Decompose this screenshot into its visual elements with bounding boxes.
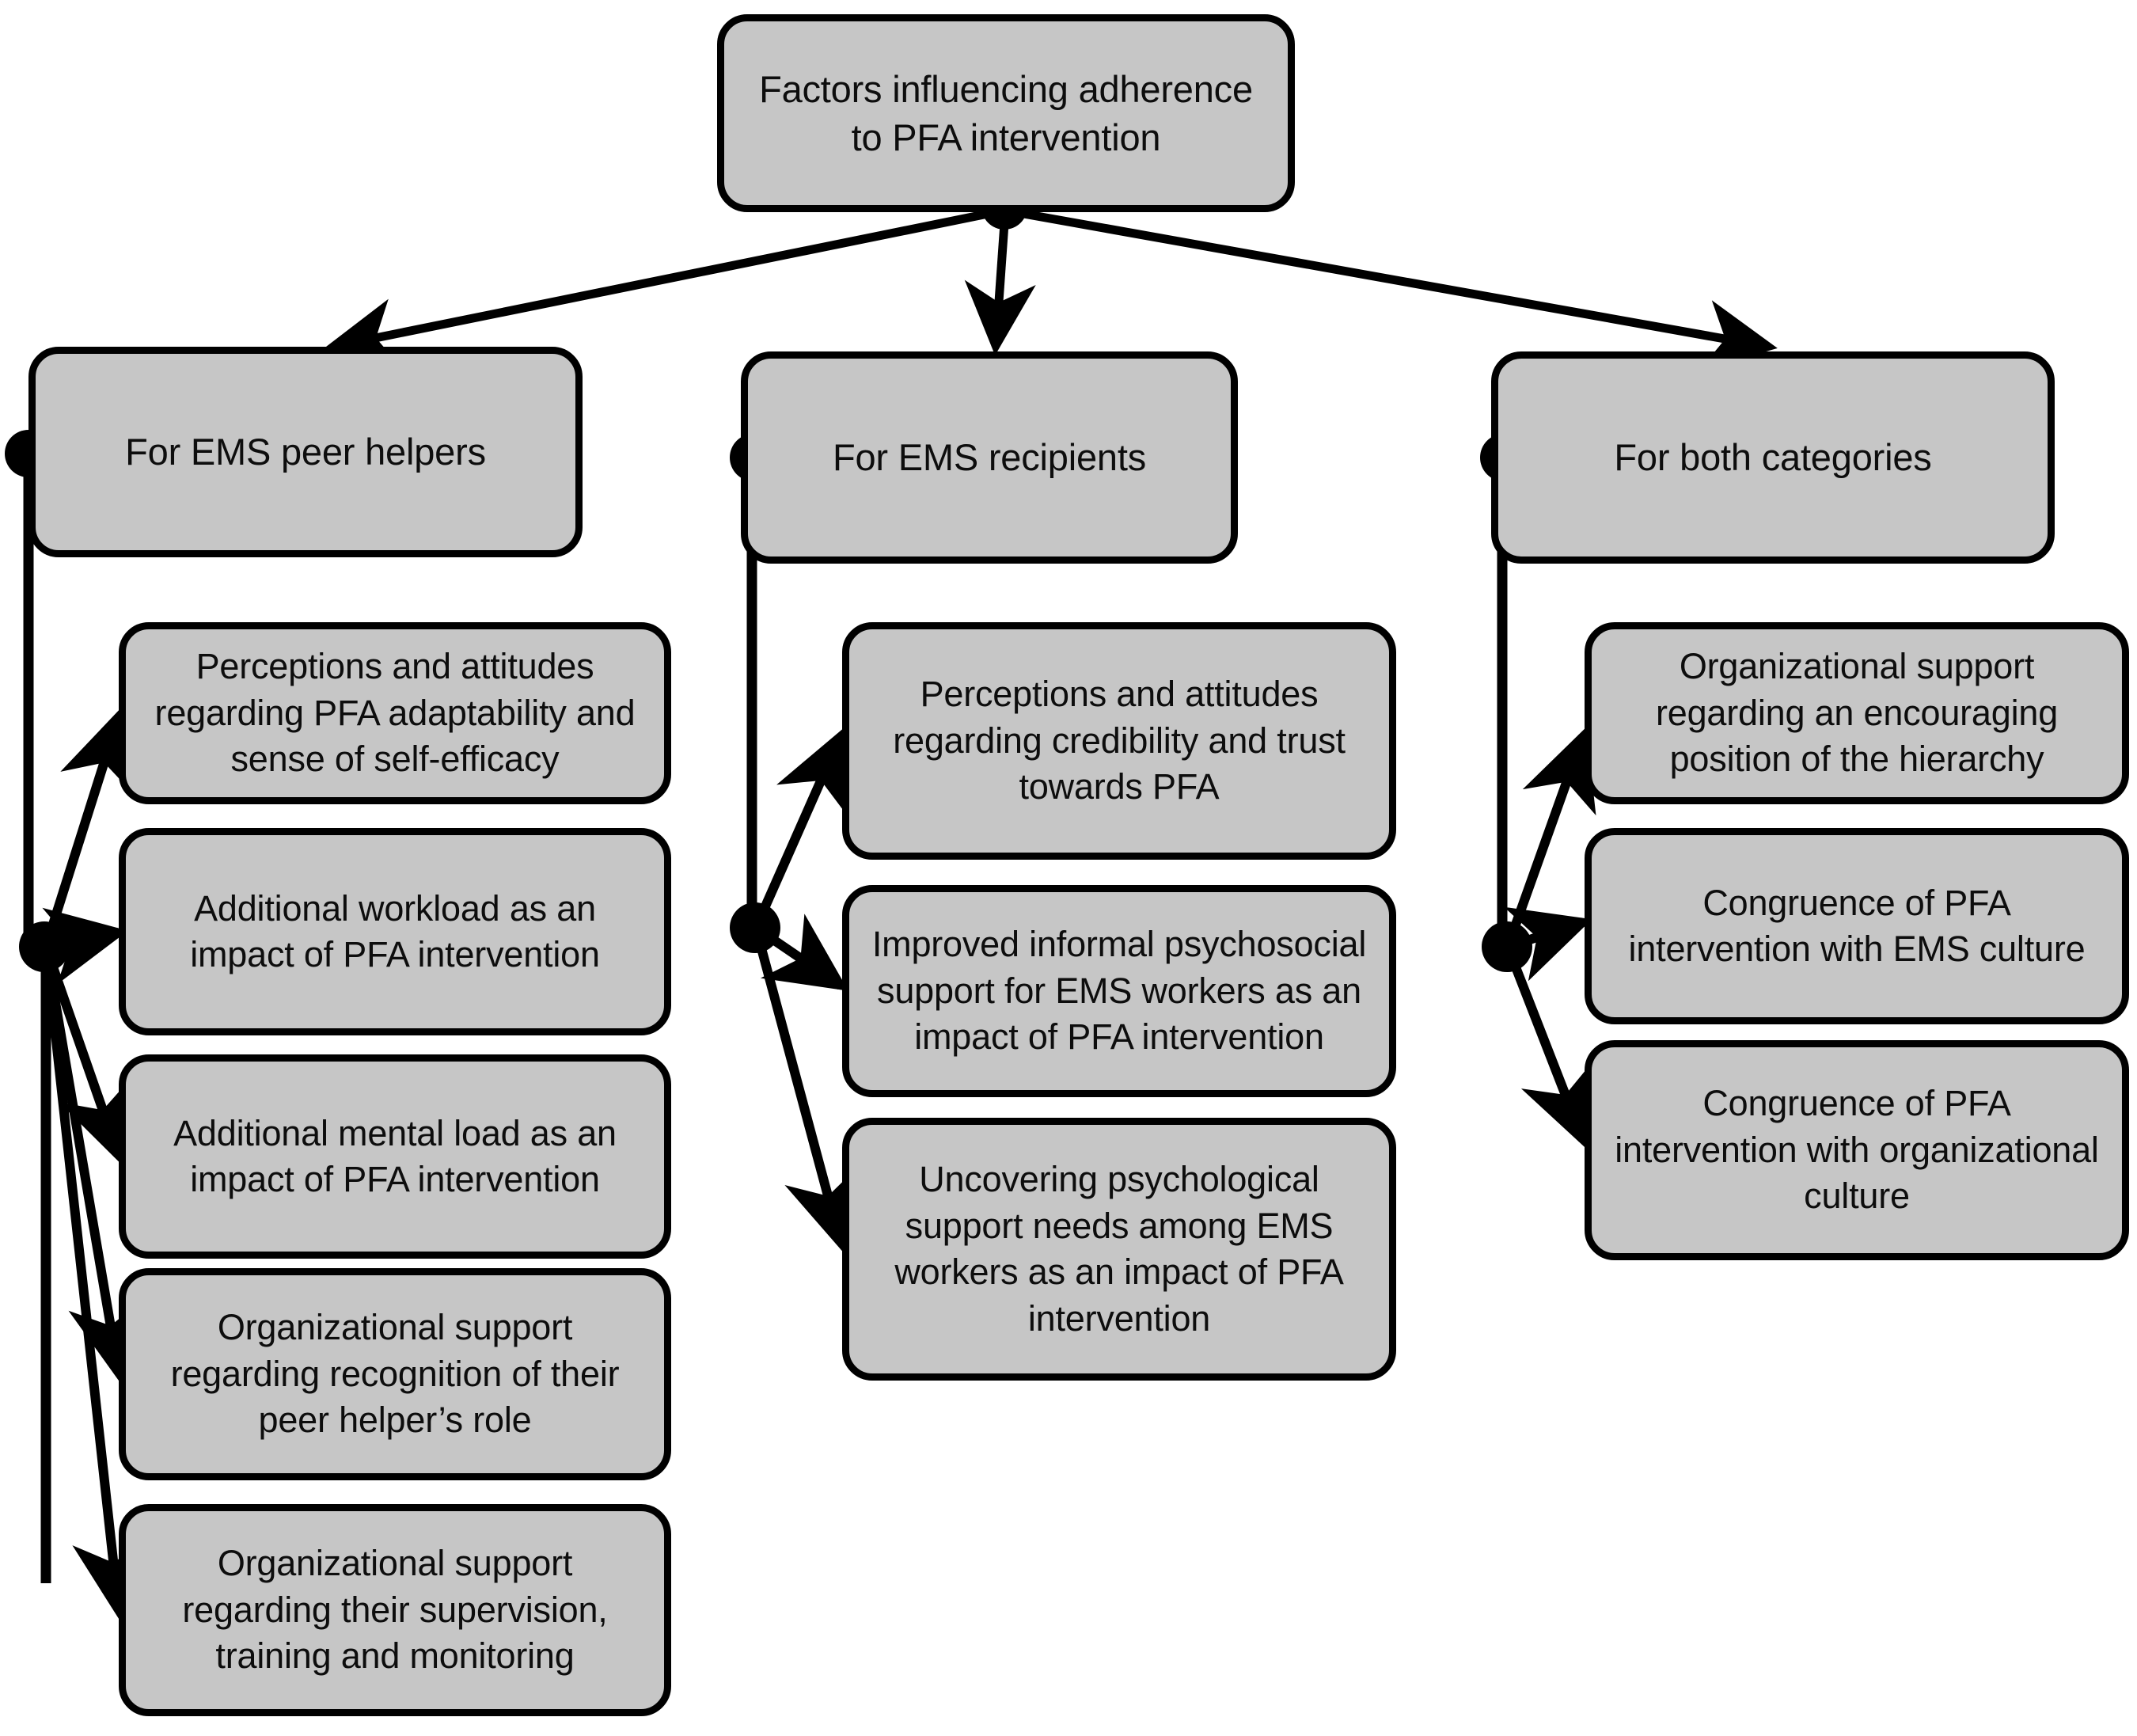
leaf-node-ph-1[interactable]: Perceptions and attitudes regarding PFA … <box>119 622 671 804</box>
leaf-node-bo-3[interactable]: Congruence of PFA intervention with orga… <box>1585 1040 2129 1260</box>
leaf-node-bo-2[interactable]: Congruence of PFA intervention with EMS … <box>1585 828 2129 1024</box>
arrow-bo-3 <box>1503 944 1594 1149</box>
recipients-arrows <box>751 727 860 1252</box>
leaf-node-bo-1[interactable]: Organizational support regarding an enco… <box>1585 622 2129 804</box>
category-label-peer-helpers: For EMS peer helpers <box>125 431 486 473</box>
leaf-node-ph-2[interactable]: Additional workload as an impact of PFA … <box>119 828 671 1035</box>
category-node-recipients[interactable]: For EMS recipients <box>741 351 1238 564</box>
junction-dot-recipients-hub <box>730 902 780 953</box>
arrow-ph-5 <box>41 946 150 1620</box>
root-node-label: Factors influencing adherence to PFA int… <box>759 67 1253 158</box>
leaf-node-ph-4[interactable]: Organizational support regarding recogni… <box>119 1268 671 1480</box>
leaf-label-ph-1: Perceptions and attitudes regarding PFA … <box>154 646 636 780</box>
junction-dot-peer-helpers-hub <box>19 921 70 972</box>
leaf-label-bo-2: Congruence of PFA intervention with EMS … <box>1628 882 2086 970</box>
leaf-label-ph-2: Additional workload as an impact of PFA … <box>190 887 600 975</box>
junction-dot-both-hub <box>1482 921 1532 972</box>
category-node-peer-helpers[interactable]: For EMS peer helpers <box>28 347 583 557</box>
root-node[interactable]: Factors influencing adherence to PFA int… <box>717 14 1295 212</box>
arrow-re-3 <box>751 926 860 1252</box>
leaf-label-re-2: Improved informal psychosocial support f… <box>871 924 1367 1058</box>
arrow-re-1 <box>751 727 848 930</box>
spine-peer-helpers <box>23 453 51 1583</box>
leaf-label-re-3: Uncovering psychological support needs a… <box>894 1159 1344 1339</box>
leaf-label-ph-4: Organizational support regarding recogni… <box>170 1307 620 1441</box>
category-label-recipients: For EMS recipients <box>832 436 1146 479</box>
leaf-label-bo-1: Organizational support regarding an enco… <box>1655 646 2059 780</box>
leaf-node-ph-3[interactable]: Additional mental load as an impact of P… <box>119 1054 671 1259</box>
root-fanout-arrows <box>324 207 1778 371</box>
leaf-label-bo-3: Congruence of PFA intervention with orga… <box>1615 1083 2099 1217</box>
leaf-node-re-3[interactable]: Uncovering psychological support needs a… <box>842 1118 1396 1381</box>
leaf-node-ph-5[interactable]: Organizational support regarding their s… <box>119 1504 671 1716</box>
arrow-ph-1 <box>41 707 135 948</box>
arrow-root-to-both <box>1014 207 1778 371</box>
leaf-label-re-1: Perceptions and attitudes regarding cred… <box>893 674 1346 807</box>
category-label-both: For both categories <box>1614 436 1932 479</box>
leaf-label-ph-3: Additional mental load as an impact of P… <box>173 1112 617 1200</box>
arrow-bo-1 <box>1503 727 1596 949</box>
arrow-root-to-recipients <box>964 211 1036 355</box>
leaf-node-re-1[interactable]: Perceptions and attitudes regarding cred… <box>842 622 1396 860</box>
leaf-node-re-2[interactable]: Improved informal psychosocial support f… <box>842 885 1396 1097</box>
category-node-both[interactable]: For both categories <box>1491 351 2055 564</box>
arrow-ph-3 <box>41 945 133 1165</box>
peer-helpers-arrows <box>41 707 150 1620</box>
arrow-root-to-peer-helpers <box>324 207 997 370</box>
leaf-label-ph-5: Organizational support regarding their s… <box>182 1543 608 1677</box>
